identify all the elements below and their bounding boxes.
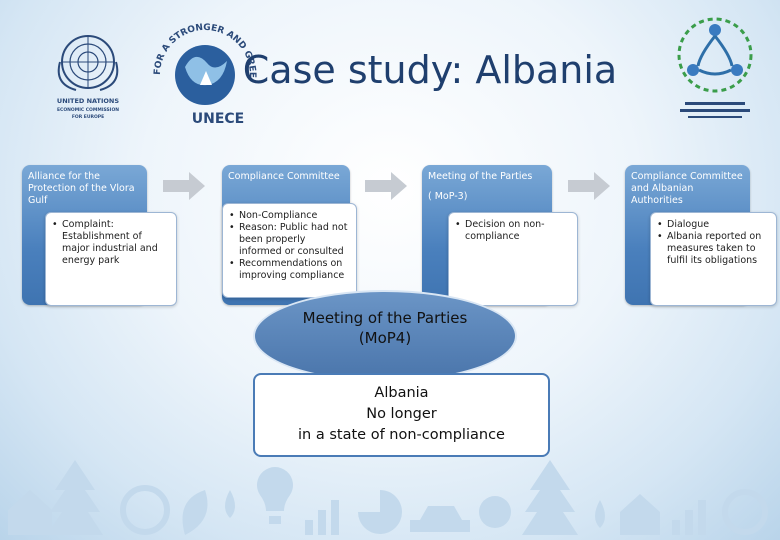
bullet-item: Non-Compliance	[229, 210, 348, 222]
stage-heading: Compliance Committee	[228, 171, 340, 182]
drop-icon	[225, 490, 235, 518]
svg-text:ECONOMIC COMMISSION: ECONOMIC COMMISSION	[57, 107, 119, 113]
stage-heading: Meeting of the Parties	[428, 171, 533, 182]
stage-heading: Compliance Committee and Albanian Author…	[631, 171, 743, 206]
mop4-sublabel: (MoP4)	[358, 329, 412, 347]
pie-chart-icon	[358, 490, 402, 534]
dialogue-card: Dialogue Albania reported on measures ta…	[650, 212, 777, 306]
mop3-card: Decision on non-compliance	[448, 212, 578, 306]
sun-icon	[479, 496, 511, 528]
stage-subheading: ( MoP-3)	[428, 191, 468, 202]
svg-text:FOR EUROPE: FOR EUROPE	[72, 114, 104, 120]
leaf-icon	[182, 490, 208, 535]
result-line: in a state of non-compliance	[298, 427, 505, 443]
slide-title: Case study: Albania	[242, 48, 618, 92]
bullet-item: Dialogue	[657, 219, 768, 231]
bullet-item: Reason: Public had not been properly inf…	[229, 222, 348, 258]
mop4-ellipse: Meeting of the Parties (MoP4)	[253, 290, 517, 382]
car-icon	[410, 506, 470, 532]
recycle-icon	[722, 489, 768, 535]
bullet-item: Recommendations on improving compliance	[229, 258, 348, 282]
bar-chart-icon	[305, 500, 339, 535]
tree-icon	[47, 460, 103, 535]
bullet-item: Albania reported on measures taken to fu…	[657, 231, 768, 267]
flow-arrow-icon	[365, 172, 407, 200]
compliance-committee-card: Non-Compliance Reason: Public had not be…	[222, 203, 357, 298]
result-line: No longer	[366, 406, 437, 422]
result-box: Albania No longer in a state of non-comp…	[253, 373, 550, 457]
unece-green-economy-logo: FOR A STRONGER AND GREENER ECONOMY UNECE	[140, 5, 257, 127]
drop-icon	[595, 500, 605, 528]
bar-chart-icon	[672, 500, 706, 535]
flow-arrow-icon	[163, 172, 205, 200]
complaint-card: Complaint: Establishment of major indust…	[45, 212, 177, 306]
lightbulb-icon	[257, 467, 294, 524]
result-line: Albania	[374, 385, 429, 401]
stage-heading: Alliance for the Protection of the Vlora…	[28, 171, 135, 206]
house-icon	[8, 490, 52, 535]
recycle-icon	[120, 485, 170, 535]
bullet-item: Decision on non-compliance	[455, 219, 569, 243]
flow-arrow-icon	[568, 172, 610, 200]
tree-icon	[522, 460, 578, 535]
svg-text:UNITED NATIONS: UNITED NATIONS	[57, 97, 119, 105]
mop4-label: Meeting of the Parties	[302, 309, 468, 327]
svg-text:UNECE: UNECE	[192, 111, 245, 127]
aarhus-convention-logo	[677, 17, 753, 118]
bullet-item: Complaint: Establishment of major indust…	[52, 219, 168, 267]
house-icon	[620, 494, 660, 535]
footer-decoration	[8, 460, 768, 535]
un-emblem-logo: UNITED NATIONS ECONOMIC COMMISSION FOR E…	[57, 35, 119, 120]
